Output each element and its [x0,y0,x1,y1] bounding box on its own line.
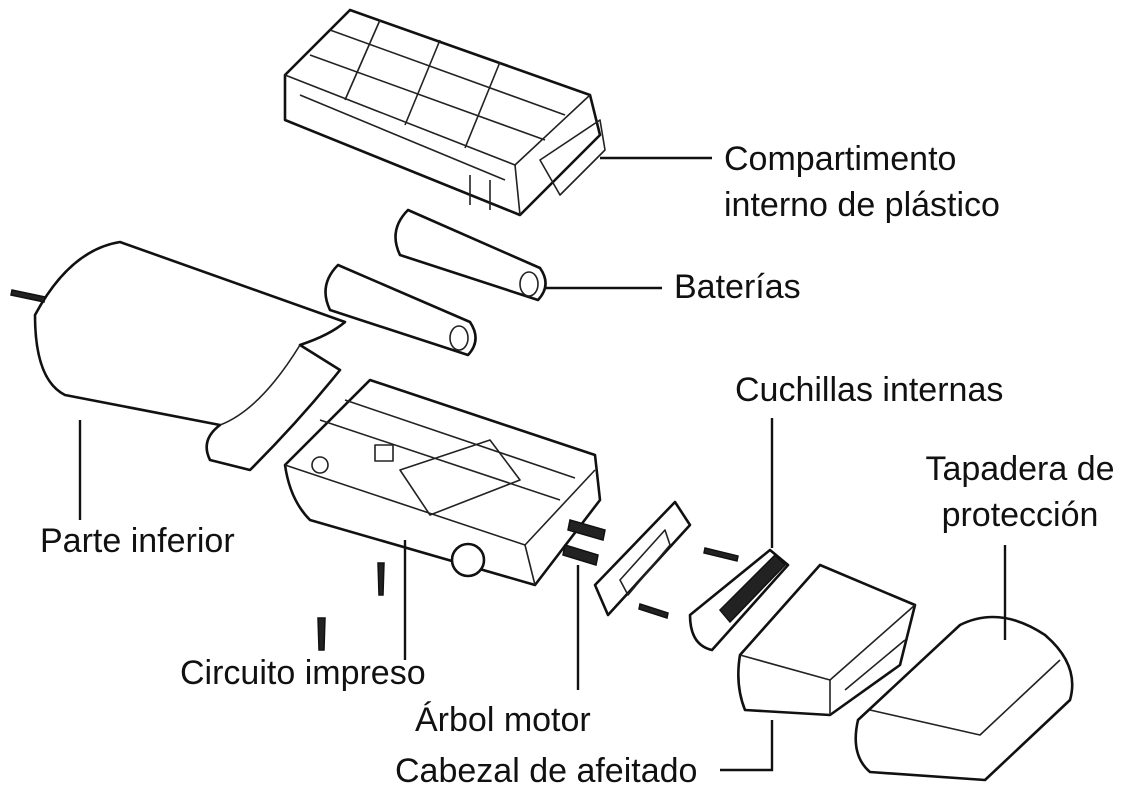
battery-lower [324,263,477,357]
label-batteries: Baterías [674,268,801,306]
leader-shaving-head [720,720,774,772]
screw-4 [638,603,669,619]
label-inner-blades: Cuchillas internas [735,371,1004,409]
label-protective-cover: Tapadera de protección [925,450,1115,534]
label-motor-shaft: Árbol motor [415,701,591,739]
plastic-compartment-part [283,8,606,217]
label-plastic-compartment: Compartimento interno de plástico [724,140,1000,224]
screw-3 [703,547,739,562]
label-shaving-head: Cabezal de afeitado [395,752,698,790]
inner-blades-part [688,548,790,652]
main-body-part [283,378,602,587]
shaving-head-part [737,563,917,717]
screw-1 [377,562,385,596]
screw-2 [317,617,326,651]
battery-upper [394,208,547,302]
protective-cover-part [854,615,1074,782]
label-bottom-part: Parte inferior [40,522,235,560]
motor-shaft-pins [562,519,606,566]
mounting-plate [593,500,692,617]
bottom-part-shell [10,240,347,472]
label-circuit-board: Circuito impreso [180,654,426,692]
